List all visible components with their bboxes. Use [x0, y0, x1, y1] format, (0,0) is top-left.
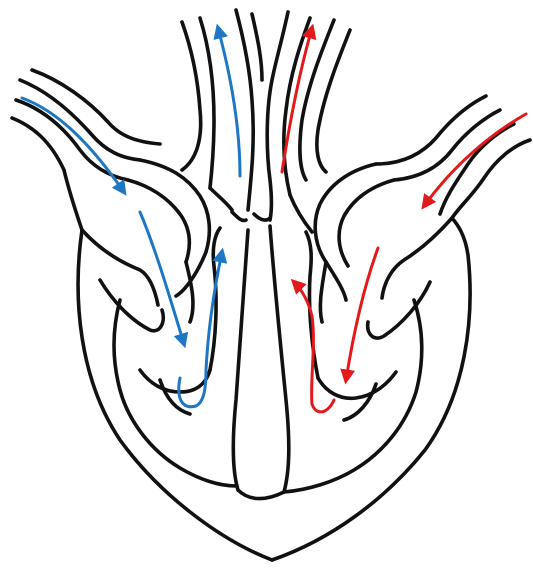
pulmonary-vein-tube-3: [440, 124, 514, 214]
septum-base: [238, 490, 284, 499]
central-vessel-3: [236, 10, 253, 210]
pulmonary-vein-tube-4: [452, 140, 530, 218]
aortic-valve-leaflet-a: [254, 214, 270, 220]
pulmonary-valve-leaflet-a: [232, 212, 246, 221]
septum-left: [233, 230, 248, 490]
left-edge-upper: [64, 170, 82, 230]
septum-right: [270, 226, 289, 492]
left-atrium-lower: [382, 218, 452, 298]
flow-arrow-left-atrium-to-ventricle: [346, 248, 378, 380]
flow-arrow-pulmonary-artery-outflow: [218, 28, 240, 176]
flow-arrow-left-ventricle-outflow: [294, 282, 334, 412]
tricuspid-flap-right: [186, 262, 193, 322]
aortic-valve-right: [290, 195, 312, 232]
heart-outline: [12, 10, 530, 560]
left-ventricle-papillary: [344, 384, 376, 420]
central-vessel-4: [252, 14, 262, 80]
right-atrium-inner: [128, 180, 189, 262]
mitral-flap-left: [320, 262, 326, 322]
right-ventricle-papillary: [160, 380, 190, 414]
pulmonary-valve-left: [210, 188, 232, 210]
flow-arrow-vena-cava-inflow: [22, 98, 124, 192]
right-ventricle-inner: [140, 370, 210, 392]
left-ventricle-wall: [284, 300, 422, 492]
left-atrium-inner: [339, 180, 394, 266]
right-atrium-lower: [82, 230, 158, 305]
right-atrium-wall: [140, 160, 209, 296]
vena-cava-left-tube-4: [32, 70, 160, 144]
right-ventricle-outflow-wall: [210, 228, 220, 370]
central-vessel-2: [200, 18, 214, 188]
left-ventricle-inner: [318, 372, 396, 398]
central-vessel-1: [182, 22, 201, 170]
